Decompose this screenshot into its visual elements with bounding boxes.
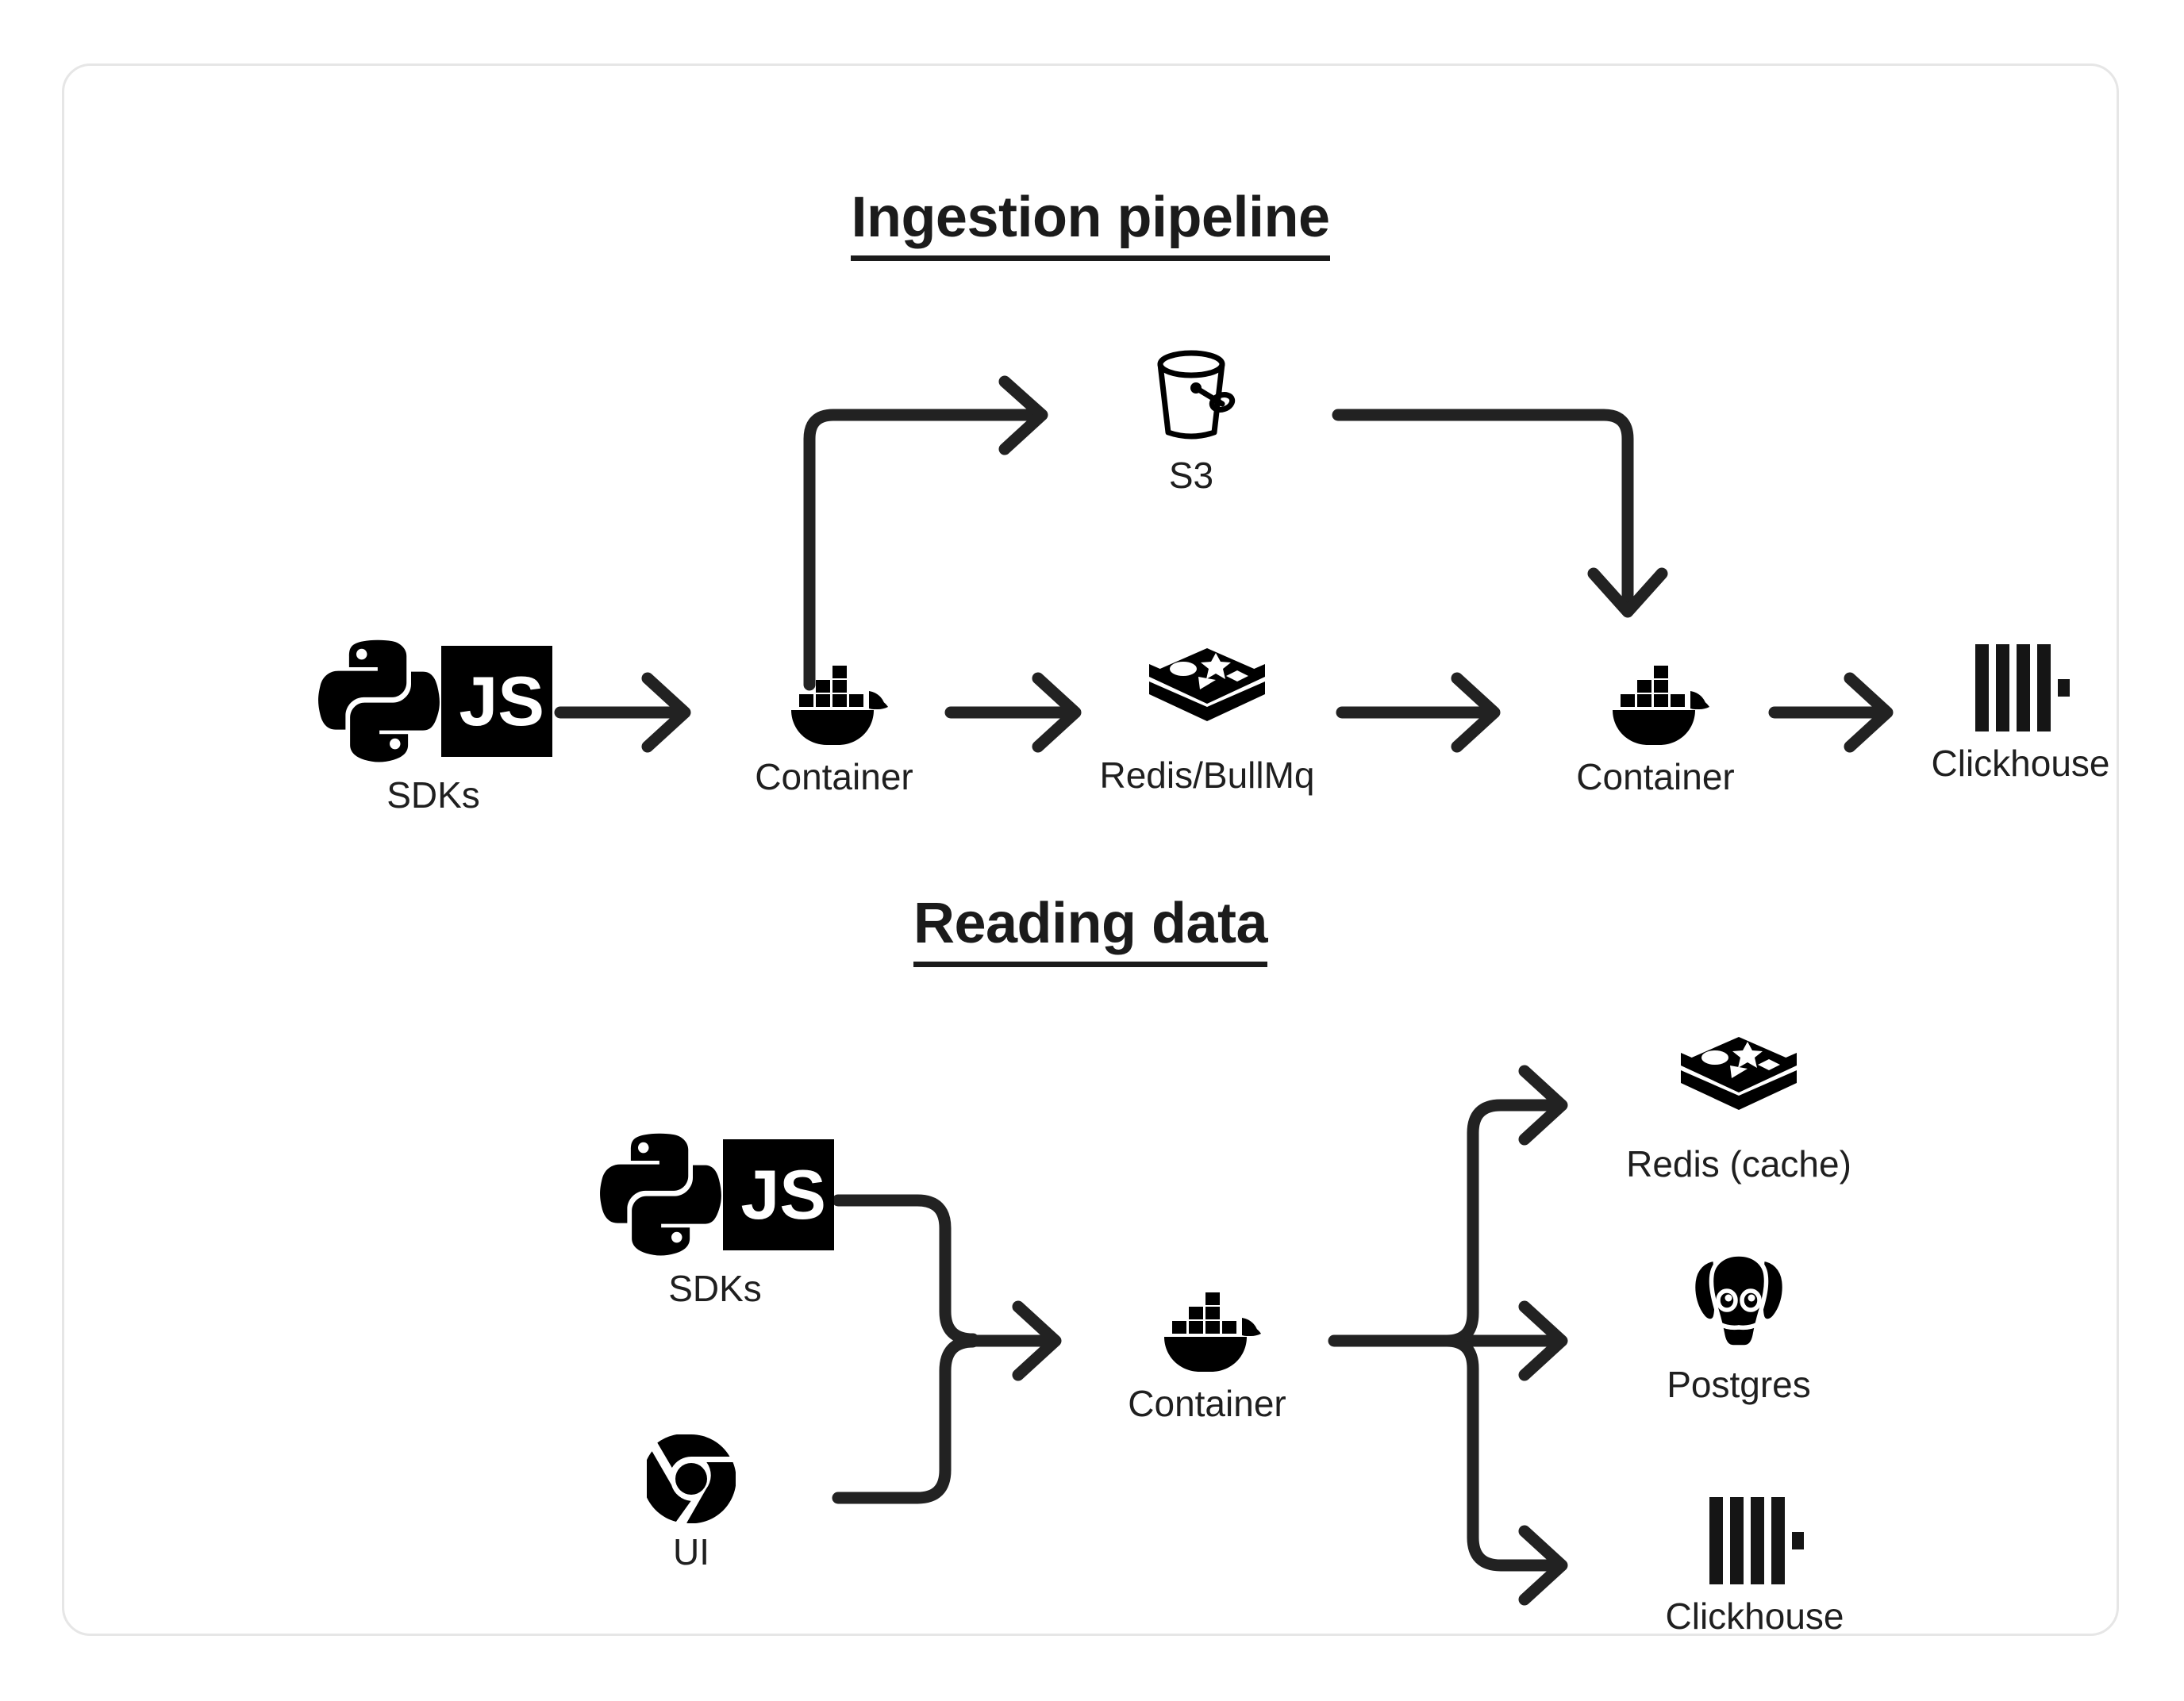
diagram-card: Ingestion pipeline JS — [62, 63, 2119, 1636]
clickhouse-icon — [1969, 641, 2072, 735]
postgres-icon — [1685, 1248, 1793, 1356]
node-sdks-ingestion[interactable]: JS SDKs — [302, 635, 564, 814]
node-s3[interactable]: S3 — [1088, 344, 1294, 494]
node-label-container-2: Container — [1576, 756, 1735, 797]
python-icon — [314, 635, 441, 766]
sdks-icon-group: JS — [596, 1129, 834, 1260]
javascript-icon: JS — [441, 645, 552, 757]
node-label-postgres: Postgres — [1667, 1364, 1811, 1405]
node-label-redis-cache: Redis (cache) — [1626, 1143, 1851, 1185]
chrome-icon — [647, 1434, 736, 1523]
redis-icon — [1679, 1034, 1798, 1135]
section-title-reading: Reading data — [64, 891, 2117, 967]
node-label-sdks-reading: SDKs — [668, 1268, 762, 1309]
node-label-s3: S3 — [1168, 455, 1214, 496]
node-container-1[interactable]: Container — [707, 653, 961, 796]
section-title-ingestion: Ingestion pipeline — [64, 185, 2117, 261]
edge-container3-fanout — [1328, 1065, 1568, 1606]
clickhouse-icon — [1703, 1494, 1806, 1588]
node-label-clickhouse-ingestion: Clickhouse — [1931, 743, 2110, 784]
s3-bucket-icon — [1140, 344, 1243, 447]
docker-icon — [1144, 1280, 1271, 1375]
edge-container2-to-clickhouse — [1768, 672, 1894, 753]
edge-sdks-to-container1 — [554, 672, 691, 753]
javascript-icon-label: JS — [459, 661, 544, 740]
node-container-3[interactable]: Container — [1080, 1280, 1334, 1423]
node-label-container-3: Container — [1128, 1383, 1286, 1424]
node-redis-bullmq[interactable]: Redis/BullMq — [1080, 645, 1334, 794]
node-redis-cache[interactable]: Redis (cache) — [1588, 1034, 1890, 1183]
node-container-2[interactable]: Container — [1528, 653, 1782, 796]
node-clickhouse-reading[interactable]: Clickhouse — [1624, 1494, 1886, 1635]
edge-redis-to-container2 — [1336, 672, 1501, 753]
node-label-sdks-ingestion: SDKs — [386, 774, 480, 816]
section-title-reading-text: Reading data — [913, 892, 1268, 967]
node-label-redis-bullmq: Redis/BullMq — [1099, 755, 1315, 796]
node-label-container-1: Container — [755, 756, 913, 797]
edge-s3-to-container2 — [1332, 409, 1668, 618]
connector-layer — [554, 375, 1894, 1606]
javascript-icon: JS — [723, 1138, 834, 1250]
node-postgres[interactable]: Postgres — [1620, 1248, 1858, 1403]
node-label-clickhouse-reading: Clickhouse — [1665, 1595, 1844, 1637]
sdks-icon-group: JS — [314, 635, 552, 766]
javascript-icon-label: JS — [740, 1154, 826, 1234]
edge-sources-merge-to-container3 — [832, 1194, 1062, 1504]
edge-container1-to-s3 — [803, 375, 1048, 691]
docker-icon — [771, 653, 898, 748]
node-ui[interactable]: UI — [620, 1434, 763, 1571]
edge-container1-to-redis — [944, 672, 1082, 753]
node-label-ui: UI — [673, 1531, 709, 1572]
docker-icon — [1592, 653, 1719, 748]
node-sdks-reading[interactable]: JS SDKs — [584, 1129, 846, 1307]
redis-icon — [1148, 645, 1267, 747]
node-clickhouse-ingestion[interactable]: Clickhouse — [1890, 641, 2151, 782]
python-icon — [596, 1129, 723, 1260]
section-title-ingestion-text: Ingestion pipeline — [851, 186, 1330, 261]
